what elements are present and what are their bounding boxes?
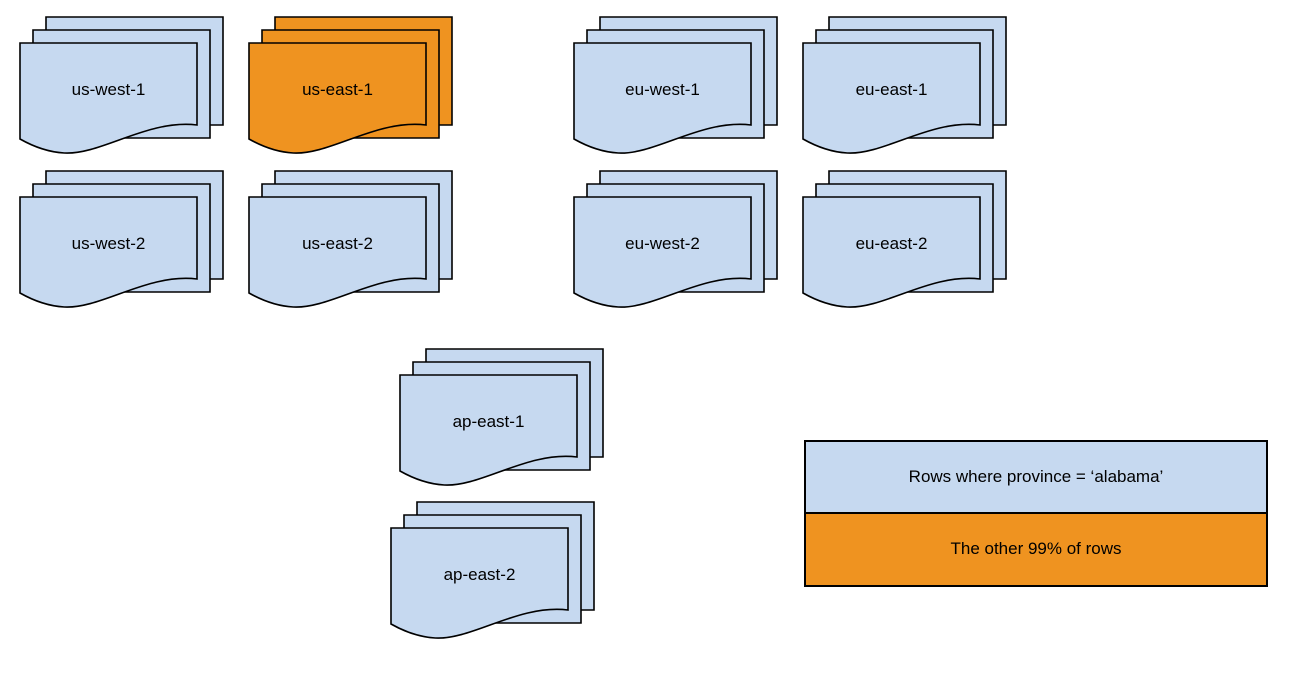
document-stack-eu-west-2[interactable]: eu-west-2 <box>572 169 807 335</box>
stack-label: us-east-2 <box>302 234 373 253</box>
stack-label: eu-east-2 <box>856 234 928 253</box>
sheet-front <box>802 196 981 308</box>
stack-label: us-west-1 <box>72 80 146 99</box>
document-stack-us-west-2[interactable]: us-west-2 <box>18 169 253 335</box>
document-stack-eu-east-1[interactable]: eu-east-1 <box>801 15 1036 181</box>
sheet-front <box>19 196 198 308</box>
document-stack-eu-west-1[interactable]: eu-west-1 <box>572 15 807 181</box>
document-stack-ap-east-1[interactable]: ap-east-1 <box>398 347 633 513</box>
sheet-front <box>19 42 198 154</box>
document-stack-eu-east-2[interactable]: eu-east-2 <box>801 169 1036 335</box>
sheet-front <box>573 196 752 308</box>
stack-label: eu-east-1 <box>856 80 928 99</box>
sheet-front <box>390 527 569 639</box>
sheet-front <box>248 42 427 154</box>
legend: Rows where province = ‘alabama’ The other… <box>804 440 1268 587</box>
legend-label: Rows where province = ‘alabama’ <box>908 466 1164 486</box>
legend-label: The other 99% of rows <box>950 539 1122 559</box>
stack-label: ap-east-2 <box>444 565 516 584</box>
sheet-front <box>399 374 578 486</box>
sheet-front <box>802 42 981 154</box>
legend-row-blue: Rows where province = ‘alabama’ <box>806 442 1266 514</box>
stack-label: us-east-1 <box>302 80 373 99</box>
stack-label: eu-west-1 <box>625 80 700 99</box>
document-stack-us-east-2[interactable]: us-east-2 <box>247 169 482 335</box>
document-stack-us-east-1[interactable]: us-east-1 <box>247 15 482 181</box>
sheet-front <box>573 42 752 154</box>
stack-label: eu-west-2 <box>625 234 700 253</box>
stack-label: ap-east-1 <box>453 412 525 431</box>
sheet-front <box>248 196 427 308</box>
legend-row-orange: The other 99% of rows <box>806 513 1266 585</box>
document-stack-ap-east-2[interactable]: ap-east-2 <box>389 500 624 666</box>
document-stack-us-west-1[interactable]: us-west-1 <box>18 15 253 181</box>
stack-label: us-west-2 <box>72 234 146 253</box>
